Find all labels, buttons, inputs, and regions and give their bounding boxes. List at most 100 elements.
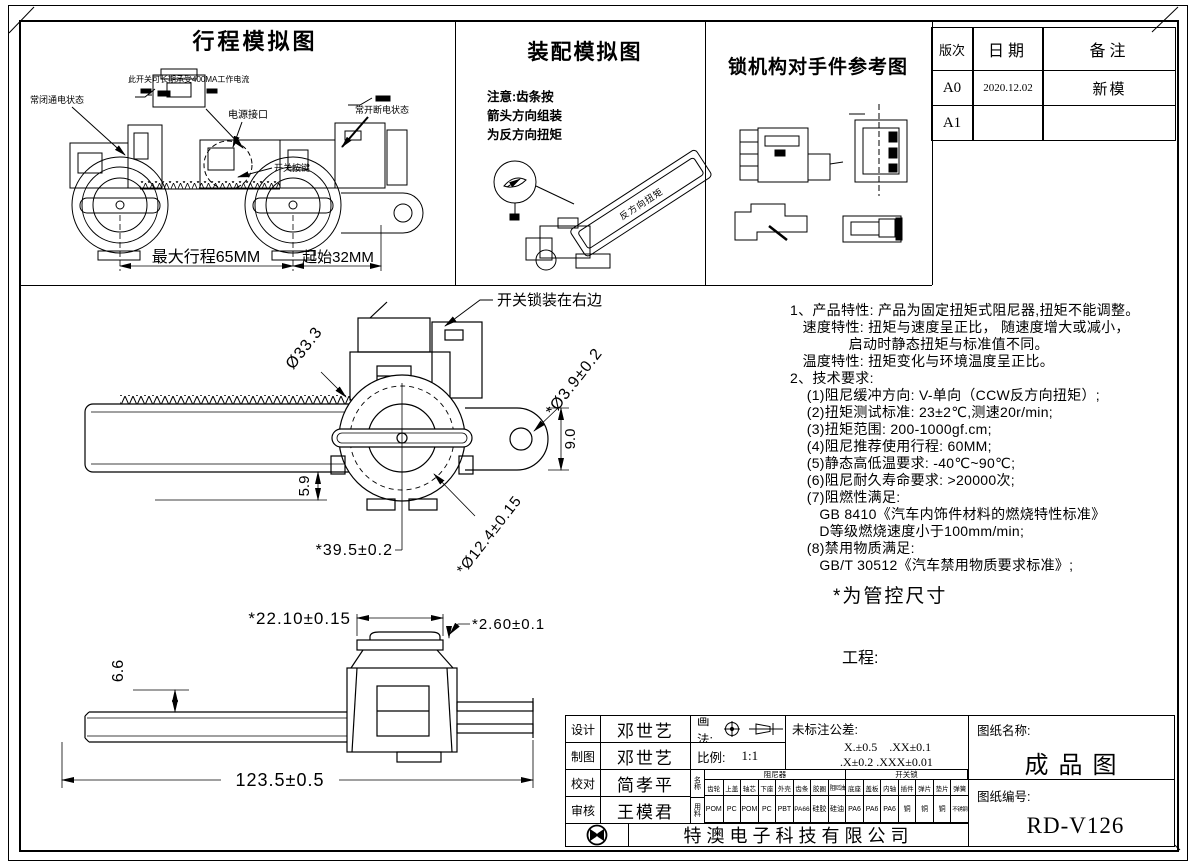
controlled-dim-note: *为管控尺寸 xyxy=(833,586,948,607)
revision-date xyxy=(973,105,1043,141)
revision-date: 2020.12.02 xyxy=(973,70,1043,106)
sheet-number-label: 图纸编号: xyxy=(977,790,1031,804)
mount-ear xyxy=(465,407,549,471)
part-name: 下座 xyxy=(757,780,776,795)
part-material: 硅油 xyxy=(827,796,846,822)
check-label: 校对 xyxy=(565,769,601,797)
scale-value: 1:1 xyxy=(741,748,759,763)
part-material: PC xyxy=(757,796,776,822)
switch-symbol-closed-icon xyxy=(135,88,171,98)
tolerance-line: .X±0.2 .XXX±0.01 xyxy=(840,755,933,769)
product-notes: 1、产品特性: 产品为固定扭矩式阻尼器,扭矩不能调整。 速度特性: 扭矩与速度呈… xyxy=(790,302,1140,574)
connector-detail-sketch xyxy=(140,68,244,149)
assembly-note-line: 为反方向扭矩 xyxy=(487,128,563,142)
part-material: 铜 xyxy=(897,796,916,822)
dim-123-5: 123.5±0.5 xyxy=(236,770,325,790)
revision-remark xyxy=(1043,105,1176,141)
label-normally-closed: 常闭通电状态 xyxy=(30,94,84,105)
company-logo-cell xyxy=(565,823,629,847)
sheet-number: RD-V126 xyxy=(1026,813,1125,838)
draft-label: 制图 xyxy=(565,742,601,770)
part-material: PA6 xyxy=(862,796,881,822)
part-name: 盖板 xyxy=(862,780,881,795)
rack-teeth xyxy=(140,181,280,189)
part-material: 硅胶 xyxy=(810,796,828,822)
terminal-prongs xyxy=(456,698,534,738)
part-material: PA6 xyxy=(845,796,863,822)
audit-label: 审核 xyxy=(565,796,601,824)
assembly-drawing: 反方向扭矩 xyxy=(493,149,712,271)
stroke-simulation-drawing: 此开关可长期承受400MA工作电流 xyxy=(30,68,424,271)
revision-version: A1 xyxy=(931,105,973,141)
part-name: 上盖 xyxy=(722,780,741,795)
projection-symbol-icon xyxy=(724,721,783,737)
label-lock-side: 开关锁装在右边 xyxy=(497,292,602,309)
revision-remark: 新模 xyxy=(1043,70,1176,106)
check-name: 简孝平 xyxy=(600,769,691,797)
note-line: (1)阻尼缓冲方向: V-单向（CCW反方向扭矩）; xyxy=(790,387,1100,403)
note-line: 温度特性: 扭矩变化与环境温度呈正比。 xyxy=(790,353,1055,369)
engineering-label: 工程: xyxy=(842,650,879,667)
part-name: 弹片 xyxy=(915,780,933,795)
part-name: 阻尼油 xyxy=(827,780,845,795)
power-port-circle xyxy=(203,140,253,190)
revision-table: 版次 日期 备注 A0 2020.12.02 新模 A1 xyxy=(931,27,1176,141)
part-material: 铜 xyxy=(932,796,951,822)
dim-39-5: *39.5±0.2 xyxy=(316,542,393,559)
note-line: 启动时静态扭矩与标准值不同。 xyxy=(790,336,1049,352)
rack-front-view xyxy=(84,395,355,473)
note-line: D等级燃烧速度小于100mm/min; xyxy=(790,523,1025,539)
note-line: (6)阻尼耐久寿命要求: >20000次; xyxy=(790,472,1015,488)
dim-6-6: 6.6 xyxy=(110,660,127,682)
rack-bottom-view xyxy=(84,711,347,743)
note-line: 2、技术要求: xyxy=(790,370,874,386)
part-material: 铜 xyxy=(915,796,933,822)
part-name: 齿条 xyxy=(792,780,811,795)
part-name: 弹簧 xyxy=(950,780,968,795)
part-name: 轴芯 xyxy=(740,780,758,795)
label-normally-open: 常开断电状态 xyxy=(355,104,409,115)
knob-bottom-view xyxy=(350,631,454,669)
assembly-note-line: 注意:齿条按 xyxy=(487,90,554,104)
tolerance-line: X.±0.5 .XX±0.1 xyxy=(844,740,932,754)
sheet-number-cell: 图纸编号: RD-V126 xyxy=(968,779,1175,847)
sheet-name: 成品图 xyxy=(1024,752,1127,779)
label-switch-button: 开关按键 xyxy=(274,162,310,173)
main-drawing: 开关锁装在右边 Ø33.3 *Ø3.9±0.2 5.9 9.0 *39.5±0.… xyxy=(61,292,606,790)
lock-reference-sketches xyxy=(734,104,908,243)
dim-max-stroke: 最大行程65MM xyxy=(152,248,260,266)
scale-label: 比例: xyxy=(697,750,726,765)
note-line: (3)扭矩范围: 200-1000gf.cm; xyxy=(790,421,992,437)
note-line: 1、产品特性: 产品为固定扭矩式阻尼器,扭矩不能调整。 xyxy=(790,302,1140,318)
part-name: 垫片 xyxy=(932,780,951,795)
part-material: PA6 xyxy=(880,796,898,822)
revision-header-date: 日期 xyxy=(973,27,1043,71)
note-line: (2)扭矩测试标准: 23±2℃,测速20r/min; xyxy=(790,404,1053,420)
design-name: 邓世艺 xyxy=(600,715,691,743)
panel-divider-3 xyxy=(932,21,933,285)
sheet-outer-border xyxy=(8,5,1188,861)
sheet-name-cell: 图纸名称: 成品图 xyxy=(968,715,1175,780)
part-material: PA66 xyxy=(792,796,811,822)
group-lock: 开关锁 xyxy=(845,769,968,780)
note-line: (7)阻燃性满足: xyxy=(790,489,901,505)
top-band-divider xyxy=(21,285,932,286)
tolerance-cell: 未标注公差: X.±0.5 .XX±0.1 .X±0.2 .XXX±0.01 xyxy=(785,715,969,770)
parts-material-label: 用料 xyxy=(690,797,705,824)
assembly-note-line: 箭头方向组装 xyxy=(487,109,563,123)
design-label: 设计 xyxy=(565,715,601,743)
assembly-note: 注意:齿条按 箭头方向组装 为反方向扭矩 xyxy=(487,88,562,145)
lock-part-sketch xyxy=(734,203,808,241)
parts-table: 阻尼器 开关锁 齿轮 上盖 轴芯 下座 外壳 齿条 胶圈 阻尼油 底座 盖板 内… xyxy=(704,769,969,824)
part-name: 底座 xyxy=(845,780,863,795)
lock-part-sketch xyxy=(849,104,908,196)
assembly-panel-title: 装配模拟图 xyxy=(527,41,643,64)
method-cell: 画法: xyxy=(690,714,786,747)
note-line: GB 8410《汽车内饰件材料的燃烧特性标准》 xyxy=(790,506,1106,522)
part-material: PC xyxy=(722,796,741,822)
group-damper: 阻尼器 xyxy=(704,769,846,780)
note-line: (8)禁用物质满足: xyxy=(790,540,915,556)
dim-22-10: *22.10±0.15 xyxy=(248,609,351,628)
note-line: 速度特性: 扭矩与速度呈正比， 随速度增大或减小， xyxy=(790,319,1130,335)
